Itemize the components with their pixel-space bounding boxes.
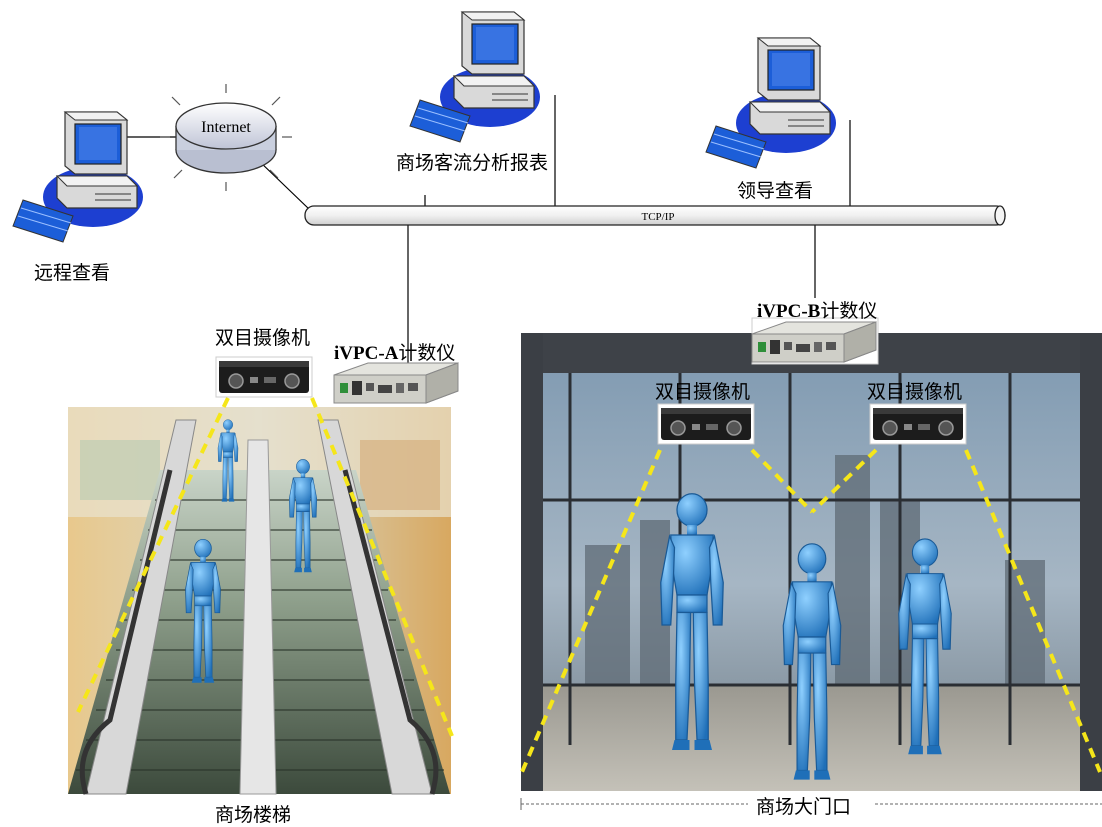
entrance-camera-right-icon (869, 403, 967, 445)
entrance-camera-left-label: 双目摄像机 (655, 381, 751, 403)
tcpip-bus: TCP/IP (304, 205, 1006, 226)
report-label: 商场客流分析报表 (396, 152, 549, 174)
internet-cloud: Internet (160, 84, 292, 191)
ivpc-a-label: iVPC-A计数仪 (334, 338, 455, 365)
ivpc-b-label: iVPC-B计数仪 (757, 296, 877, 323)
escalator-camera-icon (215, 356, 313, 398)
bus-label: TCP/IP (641, 211, 674, 223)
entrance-camera-left-icon (657, 403, 755, 445)
ivpc-b-suffix: 计数仪 (820, 300, 878, 322)
remote-view-label: 远程查看 (34, 262, 111, 284)
entrance-camera-right-label: 双目摄像机 (867, 381, 963, 403)
entrance-caption-bracket (520, 798, 1102, 810)
ivpc-b-counter-icon (751, 321, 877, 363)
remote-computer-icon (12, 111, 144, 243)
leader-view-label: 领导查看 (737, 180, 814, 202)
ivpc-a-suffix: 计数仪 (398, 342, 456, 364)
internet-label: Internet (201, 119, 251, 136)
ivpc-a-brand: iVPC-A (334, 343, 399, 364)
escalator-photo (68, 407, 451, 795)
field-of-view-lines (76, 397, 1102, 773)
escalator-caption: 商场楼梯 (215, 804, 292, 826)
ivpc-b-brand: iVPC-B (757, 301, 821, 322)
leader-computer-icon (705, 37, 837, 169)
entrance-caption: 商场大门口 (753, 792, 855, 819)
ivpc-a-counter-icon (333, 362, 459, 404)
network-links (108, 95, 851, 368)
escalator-camera-label: 双目摄像机 (215, 327, 311, 349)
report-computer-icon (409, 11, 541, 143)
